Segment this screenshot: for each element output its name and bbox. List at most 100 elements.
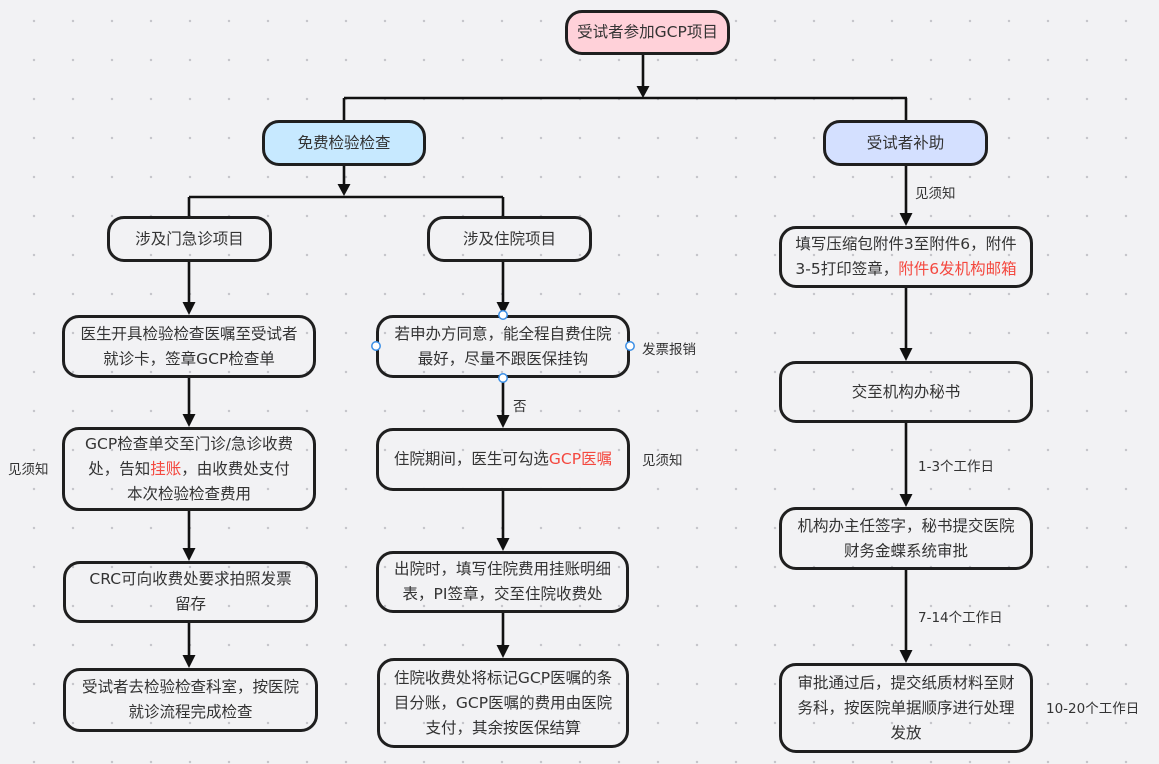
- node-root-label: 受试者参加GCP项目: [577, 23, 718, 41]
- arrowhead-subsidy-step1: [899, 213, 913, 226]
- node-inpatient[interactable]: 涉及住院项目: [427, 216, 592, 262]
- node-text-line: 最好，尽量不跟医保挂钩: [418, 347, 589, 372]
- node-subsidy[interactable]: 受试者补助: [823, 120, 988, 166]
- arrowhead-outpatient-step3: [182, 548, 196, 561]
- arrowhead-outpatient-step4: [182, 655, 196, 668]
- node-inpatient-step-4[interactable]: 住院收费处将标记GCP医嘱的条 目分账，GCP医嘱的费用由医院 支付，其余按医保…: [377, 658, 629, 748]
- text-segment: 受试者去检验检查科室，按医院: [81, 678, 299, 696]
- node-text-line: 就诊流程完成检查: [128, 700, 252, 725]
- node-text-line: 交至机构办秘书: [852, 380, 961, 405]
- text-segment: 审批通过后，提交纸质材料至财: [797, 673, 1015, 692]
- node-outpatient-step-4[interactable]: 受试者去检验检查科室，按医院 就诊流程完成检查: [63, 668, 318, 732]
- text-segment: 机构办主任签字，秘书提交医院: [797, 516, 1015, 535]
- node-subsidy-step-4[interactable]: 审批通过后，提交纸质材料至财 务科，按医院单据顺序进行处理 发放: [779, 663, 1033, 753]
- text-segment: 处，告知: [88, 459, 151, 478]
- label-no-branch: 否: [513, 399, 527, 415]
- node-text-line: 本次检验检查费用: [127, 482, 251, 507]
- highlighted-text-segment: GCP医嘱: [548, 450, 613, 468]
- node-outpatient-label: 涉及门急诊项目: [135, 229, 244, 248]
- node-text-line: 3-5打印签章，附件6发机构邮箱: [795, 257, 1016, 282]
- node-text-line: 受试者去检验检查科室，按医院: [82, 675, 299, 700]
- label-secretary-duration: 1-3个工作日: [918, 459, 995, 475]
- text-segment: CRC可向收费处要求拍照发票: [89, 570, 292, 588]
- text-segment: 就诊流程完成检查: [128, 703, 253, 721]
- arrowhead-subsidy-step3: [899, 494, 913, 507]
- node-text-line: 医生开具检验检查医嘱至受试者: [80, 322, 297, 347]
- label-subsidy-note: 见须知: [915, 186, 956, 202]
- node-inpatient-label: 涉及住院项目: [462, 229, 556, 248]
- node-outpatient[interactable]: 涉及门急诊项目: [107, 216, 272, 262]
- node-subsidy-step-2[interactable]: 交至机构办秘书: [779, 361, 1033, 423]
- node-free-exam[interactable]: 免费检验检查: [262, 120, 426, 166]
- node-text-line: 发放: [890, 721, 921, 746]
- arrowhead-inpatient-step3: [496, 538, 510, 551]
- arrowhead-root: [636, 86, 650, 98]
- highlighted-text-segment: 附件6发机构邮箱: [898, 260, 1017, 278]
- node-subsidy-label: 受试者补助: [866, 133, 945, 152]
- text-segment: 务科，按医院单据顺序进行处理: [797, 698, 1015, 717]
- text-segment: 交至机构办秘书: [851, 382, 961, 401]
- node-outpatient-step-2[interactable]: GCP检查单交至门诊/急诊收费 处，告知挂账，由收费处支付 本次检验检查费用: [62, 427, 316, 511]
- text-segment: 留存: [174, 595, 206, 613]
- node-text-line: 留存: [175, 592, 206, 617]
- node-text-line: 出院时，填写住院费用挂账明细: [394, 557, 611, 582]
- text-segment: 本次检验检查费用: [126, 484, 251, 503]
- node-text-line: 表，PI签章，交至住院收费处: [403, 582, 603, 607]
- arrowhead-outpatient-step1: [182, 302, 196, 315]
- connection-handle-bottom[interactable]: [498, 373, 508, 383]
- node-inpatient-step-2[interactable]: 住院期间，医生可勾选GCP医嘱: [376, 428, 630, 491]
- text-segment: 支付，其余按医保结算: [425, 718, 581, 737]
- label-outpatient-billing-note: 见须知: [8, 462, 49, 478]
- text-segment: 表，PI签章，交至住院收费处: [402, 585, 603, 603]
- node-text-line: 机构办主任签字，秘书提交医院: [797, 514, 1014, 539]
- text-segment: 填写压缩包附件3至附件6，附件: [795, 235, 1017, 253]
- arrowhead-inpatient-step4: [496, 645, 510, 658]
- node-text-line: 务科，按医院单据顺序进行处理: [797, 696, 1014, 721]
- node-text-line: 审批通过后，提交纸质材料至财: [797, 671, 1014, 696]
- label-invoice-reimbursement: 发票报销: [642, 342, 696, 358]
- highlighted-text-segment: 挂账: [150, 459, 182, 478]
- text-segment: 住院收费处将标记GCP医嘱的条: [393, 668, 613, 687]
- label-approval-duration: 7-14个工作日: [918, 610, 1003, 626]
- connection-handle-right[interactable]: [625, 341, 635, 351]
- text-segment: GCP检查单交至门诊/急诊收费: [85, 434, 293, 453]
- text-segment: 若申办方同意，能全程自费住院: [394, 324, 612, 343]
- node-text-line: GCP检查单交至门诊/急诊收费: [85, 432, 293, 457]
- label-inpatient-order-note: 见须知: [642, 453, 683, 469]
- text-segment: 最好，尽量不跟医保挂钩: [417, 349, 589, 368]
- node-text-line: 填写压缩包附件3至附件6，附件: [795, 232, 1016, 257]
- node-subsidy-step-3[interactable]: 机构办主任签字，秘书提交医院 财务金蝶系统审批: [779, 507, 1033, 570]
- arrowhead-outpatient-step2: [182, 414, 196, 427]
- text-segment: 就诊卡，签章GCP检查单: [103, 349, 275, 368]
- text-segment: 目分账，GCP医嘱的费用由医院: [393, 693, 613, 712]
- node-outpatient-step-1[interactable]: 医生开具检验检查医嘱至受试者 就诊卡，签章GCP检查单: [62, 315, 316, 378]
- text-segment: 财务金蝶系统审批: [843, 541, 968, 560]
- arrowhead-subsidy-step4: [899, 650, 913, 663]
- node-inpatient-step-3[interactable]: 出院时，填写住院费用挂账明细 表，PI签章，交至住院收费处: [376, 551, 629, 613]
- arrowhead-inpatient-step1: [496, 302, 510, 315]
- node-subsidy-step-1[interactable]: 填写压缩包附件3至附件6，附件 3-5打印签章，附件6发机构邮箱: [779, 226, 1033, 288]
- node-root[interactable]: 受试者参加GCP项目: [565, 10, 730, 55]
- node-text-line: 目分账，GCP医嘱的费用由医院: [394, 691, 612, 716]
- node-text-line: CRC可向收费处要求拍照发票: [89, 567, 291, 592]
- text-segment: 医生开具检验检查医嘱至受试者: [80, 324, 298, 343]
- node-text-line: 就诊卡，签章GCP检查单: [103, 347, 275, 372]
- connection-handle-left[interactable]: [371, 341, 381, 351]
- node-text-line: 住院期间，医生可勾选GCP医嘱: [394, 447, 612, 472]
- arrowhead-free-exam: [337, 184, 351, 196]
- node-text-line: 财务金蝶系统审批: [844, 539, 968, 564]
- node-text-line: 支付，其余按医保结算: [425, 716, 580, 741]
- arrowhead-inpatient-step2: [496, 415, 510, 428]
- connection-handle-top[interactable]: [498, 310, 508, 320]
- label-payout-duration: 10-20个工作日: [1046, 701, 1140, 717]
- text-segment: ，由收费处支付: [181, 459, 290, 478]
- node-outpatient-step-3[interactable]: CRC可向收费处要求拍照发票 留存: [63, 561, 318, 623]
- arrowhead-subsidy-step2: [899, 348, 913, 361]
- node-text-line: 处，告知挂账，由收费处支付: [88, 457, 290, 482]
- text-segment: 3-5打印签章，: [795, 260, 899, 278]
- text-segment: 出院时，填写住院费用挂账明细: [393, 560, 611, 578]
- text-segment: 发放: [890, 723, 922, 742]
- node-text-line: 住院收费处将标记GCP医嘱的条: [394, 666, 612, 691]
